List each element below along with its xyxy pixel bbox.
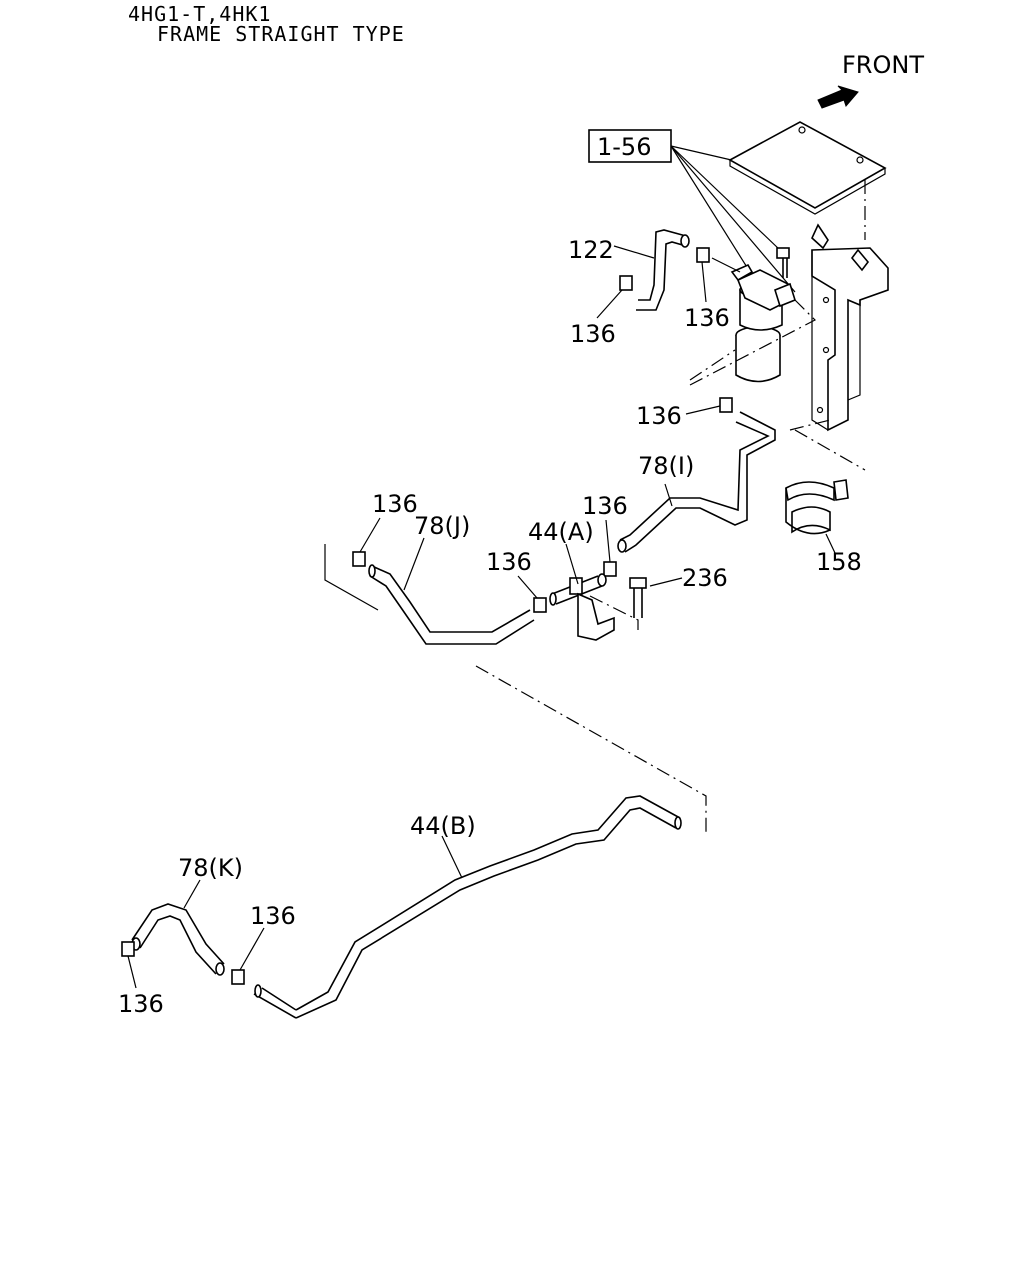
callout-136-upper-left: 136 [570,320,616,348]
filter-bracket [689,223,889,471]
callout-136-lower-right: 136 [250,902,296,930]
callout-78-k: 78(K) [178,854,243,882]
clip-136-filter-outlet: 136 [636,397,733,430]
clip-136-left-upper: 136 [324,490,418,611]
frame-type-header: FRAME STRAIGHT TYPE [157,22,405,46]
callout-group-1-56: 1-56 [588,129,796,293]
callout-158: 158 [816,548,862,576]
callout-78-i: 78(I) [638,452,694,480]
clip-136-lower-left: 136 [118,941,164,1018]
pipe-44-b: 44(B) [253,795,682,1019]
callout-78-j: 78(J) [414,512,470,540]
clip-136-mid-right: 136 [582,492,628,577]
callout-136-upper-mid: 136 [684,304,730,332]
clip-136-lower-right: 136 [231,902,296,985]
bolt-236: 236 [629,564,728,618]
callout-44-a: 44(A) [528,518,594,546]
bolt-filter [776,247,790,278]
hose-78-k: 78(K) [131,854,243,976]
callout-136-mid-right: 136 [582,492,628,520]
callout-136-left-upper: 136 [372,490,418,518]
continuation-line [475,665,707,836]
engine-model-header: 4HG1-T,4HK1 [128,2,272,26]
hose-78-j: 78(J) [368,512,535,645]
clip-136-mid: 136 [486,548,547,613]
clip-136-upper-mid: 136 [684,247,730,332]
callout-136-mid: 136 [486,548,532,576]
front-label: FRONT [842,51,924,79]
clip-136-upper-left: 136 [570,275,633,348]
callout-44-b: 44(B) [410,812,476,840]
callout-1-56: 1-56 [597,133,651,161]
callout-122: 122 [568,236,614,264]
clip-158: 158 [785,479,862,576]
filter-cover-plate [728,121,887,240]
hose-122: 122 [568,229,690,311]
callout-236: 236 [682,564,728,592]
front-arrow-icon [817,85,859,109]
callout-136-filter-outlet: 136 [636,402,682,430]
hose-78-i: 78(I) [617,411,776,553]
connector-44-a: 44(A) [528,518,639,641]
fuel-filter [689,257,817,386]
callout-136-lower-left: 136 [118,990,164,1018]
front-direction-indicator: FRONT [817,51,924,109]
